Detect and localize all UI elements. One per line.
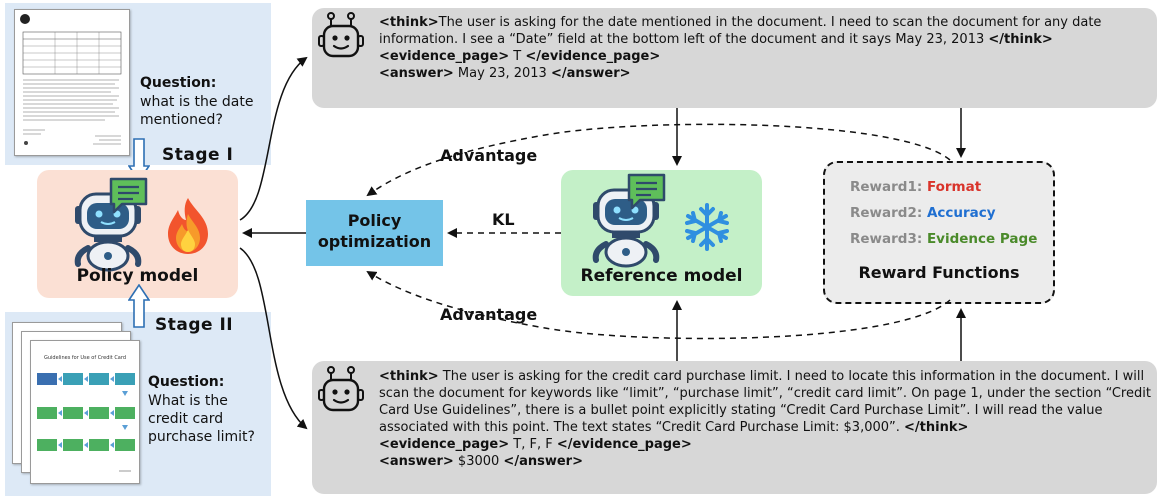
reward1-key: Reward1: xyxy=(850,179,923,195)
policy-optimization-label-2: optimization xyxy=(317,232,432,251)
advantage-bottom-label: Advantage xyxy=(440,305,538,324)
top-think-open: <think> xyxy=(379,15,439,30)
reward3-key: Reward3: xyxy=(850,231,923,247)
bottom-response-box xyxy=(312,361,1157,494)
bottom-think-close: </think> xyxy=(904,420,969,435)
stage2-label: Stage II xyxy=(155,315,234,335)
arrow-policy-to-top-response xyxy=(239,56,308,221)
top-evidence-value: T xyxy=(509,49,526,64)
bottom-think-text: The user is asking for the credit card p… xyxy=(379,369,1151,435)
stage2-up-arrow xyxy=(128,284,150,328)
stage1-question-text: what is the date mentioned? xyxy=(140,94,254,128)
document-page-icon xyxy=(20,14,122,145)
bottom-answer-open: <answer> xyxy=(379,454,454,469)
top-answer-close: </answer> xyxy=(550,66,631,81)
fire-icon xyxy=(168,198,208,254)
top-evidence-open: <evidence_page> xyxy=(379,49,510,64)
arrow-advantage-top xyxy=(366,123,951,197)
reward3-value: Evidence Page xyxy=(926,231,1038,247)
reward-functions-title: Reward Functions xyxy=(858,263,1020,282)
kl-label: KL xyxy=(492,210,515,229)
stage2-doc-title: Guidelines for Use of Credit Card xyxy=(44,355,126,361)
reward2-value: Accuracy xyxy=(926,205,996,221)
policy-model-label: Policy model xyxy=(76,266,199,286)
bottom-answer-value: $3000 xyxy=(453,454,504,469)
stage1-document-thumbnail xyxy=(14,9,130,156)
policy-optimization-label-1: Policy xyxy=(347,211,402,230)
advantage-top-label: Advantage xyxy=(440,146,538,165)
reference-robot-icon xyxy=(592,188,660,268)
robot-face-icon xyxy=(318,12,364,58)
flowchart-page-icon: Guidelines for Use of Credit Card xyxy=(37,355,135,472)
stage2-question-text: What is the credit card purchase limit? xyxy=(148,393,255,445)
bottom-evidence-open: <evidence_page> xyxy=(379,437,510,452)
policy-optimization-box: Policy optimization xyxy=(306,200,443,266)
chat-bubble-icon xyxy=(109,177,148,214)
reward-item-evidence-page: Reward3: Evidence Page xyxy=(850,231,1053,247)
reference-chat-bubble-icon xyxy=(627,173,666,210)
bottom-think-open: <think> xyxy=(379,369,439,384)
robot-face-icon-bottom xyxy=(318,366,364,412)
reward-functions-box: Reward1: Format Reward2: Accuracy Reward… xyxy=(823,161,1055,304)
bottom-evidence-close: </evidence_page> xyxy=(556,437,692,452)
top-response-text: <think>The user is asking for the date m… xyxy=(379,14,1151,82)
top-answer-value: May 23, 2013 xyxy=(453,66,551,81)
snowflake-icon xyxy=(685,203,729,251)
top-answer-open: <answer> xyxy=(379,66,454,81)
reward1-value: Format xyxy=(926,179,982,195)
reward-item-accuracy: Reward2: Accuracy xyxy=(850,205,1053,221)
stage2-question-label: Question: xyxy=(148,374,225,390)
top-response-box xyxy=(312,8,1157,108)
reward-item-format: Reward1: Format xyxy=(850,179,1053,195)
bottom-answer-close: </answer> xyxy=(503,454,583,469)
reward2-key: Reward2: xyxy=(850,205,923,221)
top-evidence-close: </evidence_page> xyxy=(525,49,661,64)
bottom-response-text: <think> The user is asking for the credi… xyxy=(379,368,1151,470)
top-think-close: </think> xyxy=(988,32,1053,47)
stage1-question-label: Question: xyxy=(140,75,217,91)
reference-model-label: Reference model xyxy=(580,266,743,286)
bottom-evidence-value: T, F, F xyxy=(509,437,557,452)
arrow-policy-to-bottom-response xyxy=(239,247,308,430)
top-think-text: The user is asking for the date mentione… xyxy=(379,15,1102,47)
stage1-label: Stage I xyxy=(162,145,234,165)
arrow-advantage-bottom xyxy=(366,270,951,340)
stage2-document-front: Guidelines for Use of Credit Card xyxy=(30,340,140,484)
